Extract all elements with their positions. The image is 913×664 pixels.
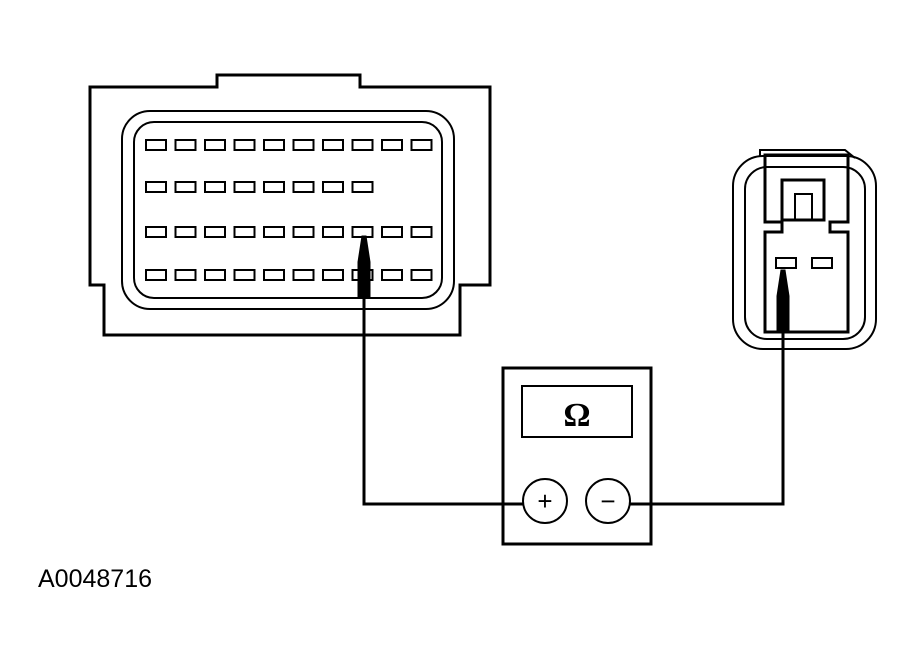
multimeter-display: [521, 385, 633, 438]
module-pin: [233, 226, 256, 238]
positive-terminal-label: +: [537, 486, 552, 516]
module-pin: [204, 269, 226, 281]
module-pin: [322, 269, 344, 281]
module-connector: [88, 73, 492, 337]
sensor-connector-lock-tab: [780, 178, 826, 222]
module-pin: [174, 226, 197, 238]
module-pin: [292, 269, 315, 281]
figure-id: A0048716: [38, 565, 152, 593]
module-pin: [322, 226, 344, 238]
module-connector-housing: [88, 73, 492, 337]
positive-terminal: [522, 478, 568, 524]
module-pin: [381, 139, 403, 151]
module-pin: [322, 139, 344, 151]
module-pin: [204, 226, 226, 238]
module-pin: [204, 181, 226, 193]
module-pin: [263, 139, 285, 151]
multimeter: Ω + −: [501, 366, 653, 546]
module-pin: [145, 139, 167, 151]
module-pin: [410, 226, 433, 238]
module-pin: [263, 226, 285, 238]
module-pin: [233, 139, 256, 151]
negative-terminal: [585, 478, 631, 524]
multimeter-body: [501, 366, 653, 546]
positive-probe-tip: [357, 235, 371, 299]
module-pin: [292, 139, 315, 151]
negative-test-lead: [630, 330, 785, 506]
module-pin: [263, 269, 285, 281]
module-pin: [351, 139, 374, 151]
module-pin: [263, 181, 285, 193]
module-pin: [174, 269, 197, 281]
module-pin: [145, 269, 167, 281]
sensor-connector-lock-slot: [794, 193, 813, 221]
module-connector-pins: [145, 139, 433, 281]
module-pin: [292, 181, 315, 193]
module-pin: [145, 226, 167, 238]
sensor-connector: [732, 149, 877, 350]
module-pin: [233, 269, 256, 281]
positive-test-lead: [362, 298, 523, 506]
module-pin: [381, 269, 403, 281]
module-pin: [351, 181, 374, 193]
module-connector-face-outer: [121, 110, 455, 310]
sensor-pin-1: [775, 257, 797, 269]
module-pin: [322, 181, 344, 193]
module-pin: [233, 181, 256, 193]
test-leads: [357, 235, 790, 506]
sensor-pin-2: [811, 257, 833, 269]
module-pin: [174, 139, 197, 151]
sensor-connector-latch: [759, 149, 856, 159]
sensor-connector-body: [763, 153, 850, 334]
module-pin: [292, 226, 315, 238]
module-pin: [145, 181, 167, 193]
negative-probe-tip: [776, 269, 790, 331]
module-pin: [410, 269, 433, 281]
module-pin: [174, 181, 197, 193]
module-pin: [381, 226, 403, 238]
module-pin: [204, 139, 226, 151]
negative-terminal-label: −: [600, 486, 615, 516]
module-connector-face-inner: [133, 121, 443, 299]
module-pin: [410, 139, 433, 151]
multimeter-display-symbol: Ω: [563, 397, 590, 434]
sensor-connector-housing-outer: [732, 155, 877, 350]
sensor-connector-housing-inner: [744, 166, 866, 340]
